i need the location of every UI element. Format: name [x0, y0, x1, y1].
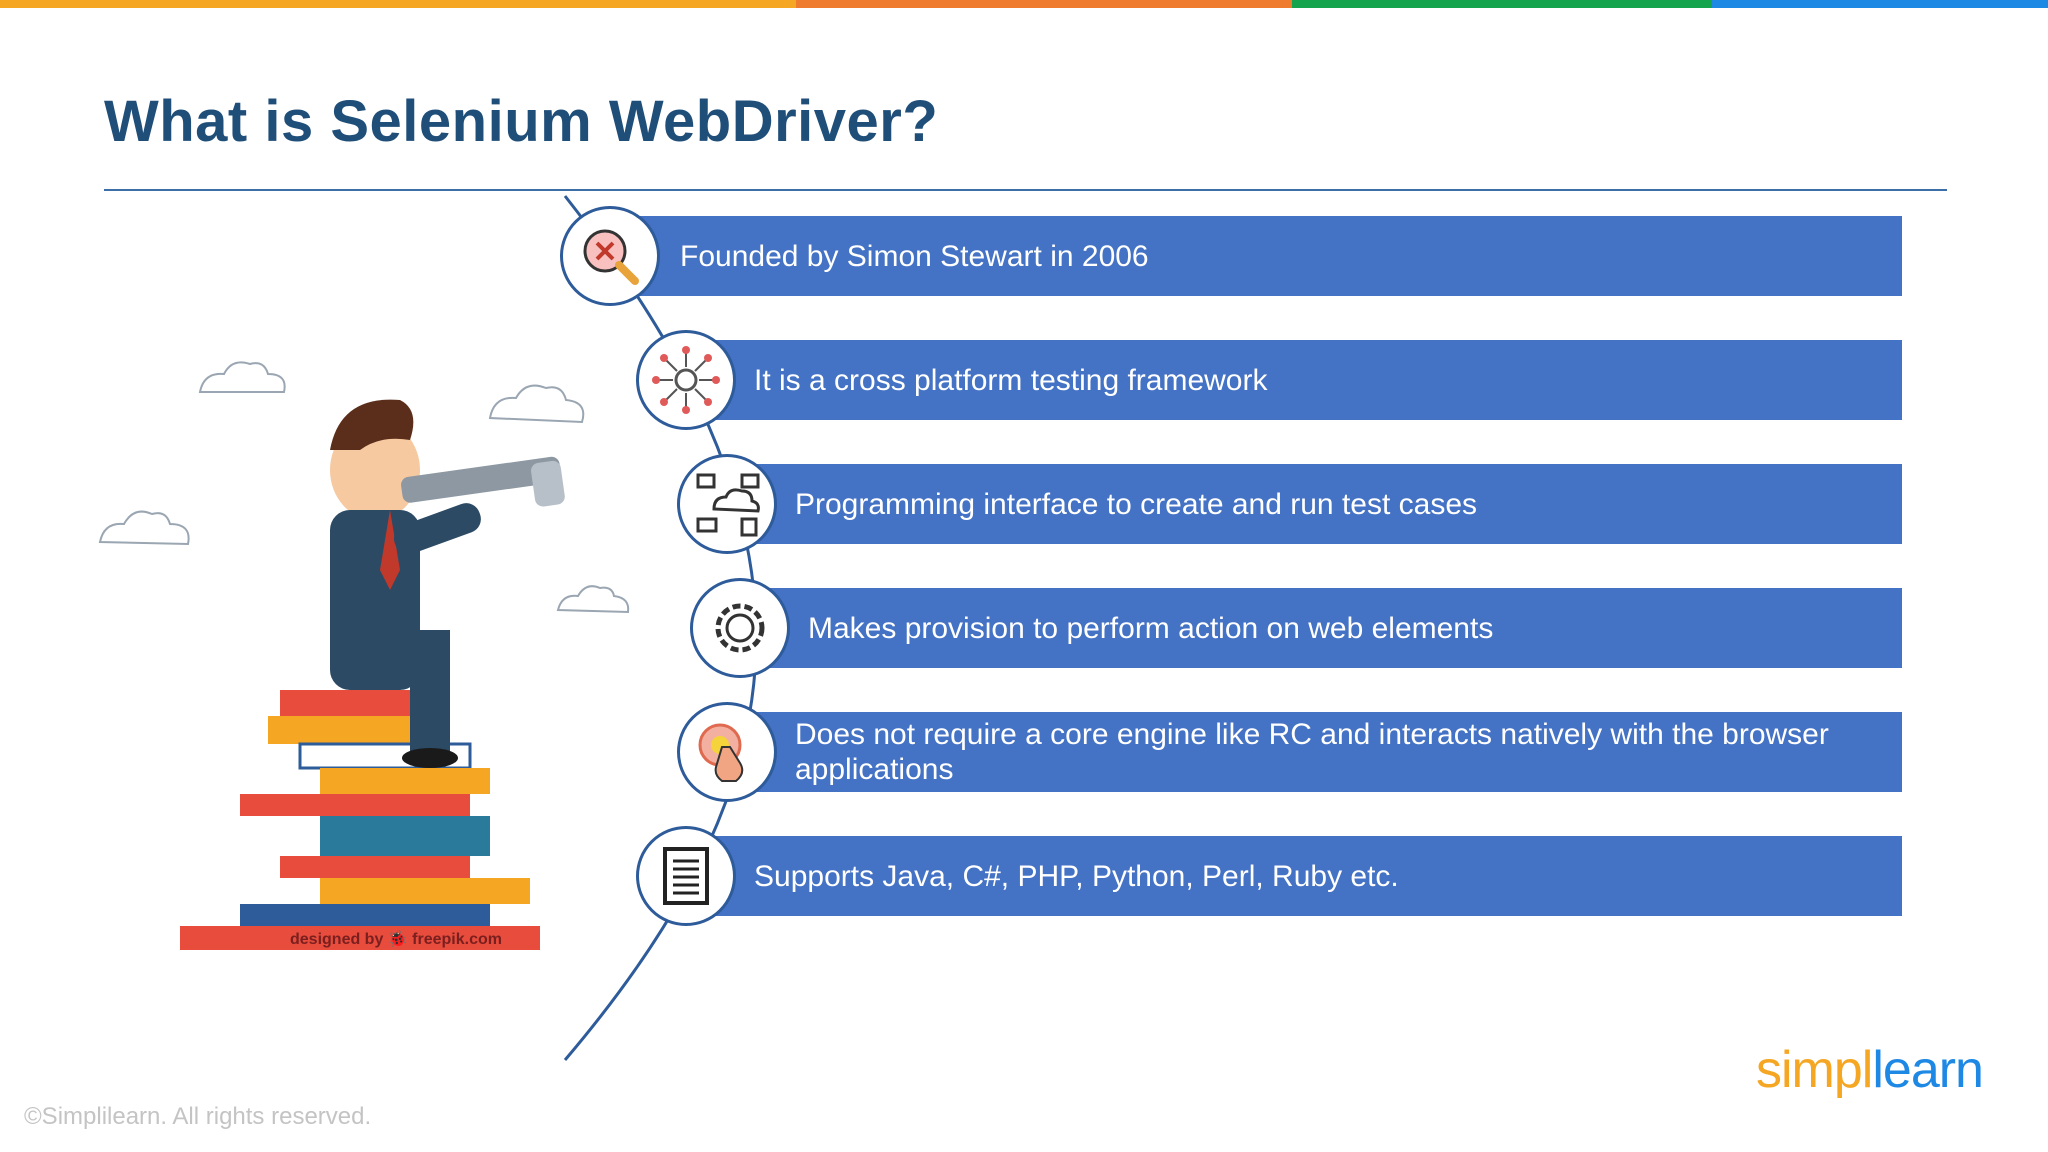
- point-text: Founded by Simon Stewart in 2006: [680, 239, 1149, 273]
- point-bar-6: Supports Java, C#, PHP, Python, Perl, Ru…: [694, 836, 1902, 916]
- man-with-telescope-illustration: designed by 🐞 freepik.com: [98, 361, 630, 950]
- copyright-text: ©Simplilearn. All rights reserved.: [24, 1103, 372, 1130]
- hand-click-icon: [677, 702, 777, 802]
- gear-icon: [690, 578, 790, 678]
- businessman-icon: [330, 399, 565, 768]
- logo-part-2: learn: [1872, 1041, 1984, 1099]
- cloud-devices-icon: [677, 454, 777, 554]
- point-bar-1: Founded by Simon Stewart in 2006: [620, 216, 1902, 296]
- point-text: Makes provision to perform action on web…: [808, 611, 1494, 645]
- document-icon: [636, 826, 736, 926]
- freepik-credit: designed by 🐞 freepik.com: [290, 929, 502, 948]
- point-bar-4: Makes provision to perform action on web…: [748, 588, 1902, 668]
- point-bar-2: It is a cross platform testing framework: [694, 340, 1902, 420]
- point-bar-3: Programming interface to create and run …: [735, 464, 1902, 544]
- point-text: Does not require a core engine like RC a…: [795, 718, 1829, 786]
- title-divider: [104, 189, 1947, 191]
- top-accent-bar: [0, 0, 2048, 8]
- point-text: Supports Java, C#, PHP, Python, Perl, Ru…: [754, 859, 1399, 893]
- cloud-icon: [98, 361, 630, 614]
- slide-title: What is Selenium WebDriver?: [104, 89, 939, 154]
- magnifier-bug-icon: [560, 206, 660, 306]
- simplilearn-logo: simpllearn: [1756, 1040, 1984, 1100]
- point-text: It is a cross platform testing framework: [754, 363, 1268, 397]
- point-bar-5: Does not require a core engine like RC a…: [735, 712, 1902, 792]
- point-text: Programming interface to create and run …: [795, 487, 1478, 521]
- logo-part-1: simpl: [1756, 1041, 1873, 1099]
- book-stack-icon: [180, 690, 540, 950]
- network-gear-icon: [636, 330, 736, 430]
